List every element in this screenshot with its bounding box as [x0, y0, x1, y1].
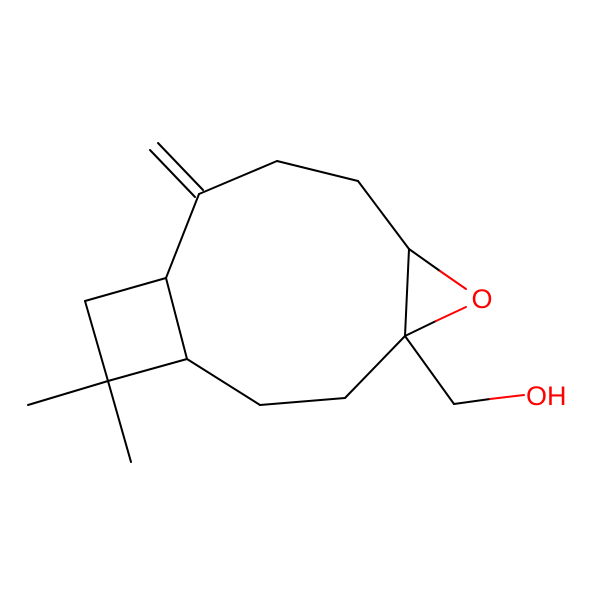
- methylene-bond-2: [157, 142, 204, 191]
- hydroxymethyl-bond: [404, 335, 455, 405]
- epoxide-bond: [404, 320, 437, 337]
- epoxide-bond: [435, 306, 467, 322]
- cyclobutane-bond: [107, 358, 188, 382]
- ring-bond: [259, 397, 346, 406]
- hydroxyl-label: OH: [526, 381, 567, 411]
- ring-bond: [344, 335, 406, 399]
- ring-bond: [165, 277, 188, 360]
- ring-bond: [186, 358, 261, 406]
- epoxide-oxygen-label: O: [471, 284, 492, 314]
- ring-bond: [165, 193, 200, 279]
- cyclobutane-bond: [84, 277, 167, 302]
- epoxide-bond: [408, 248, 441, 272]
- ring-bond: [198, 160, 278, 195]
- methyl-bond: [27, 380, 109, 406]
- epoxide-bond: [439, 270, 467, 290]
- ring-bond: [404, 248, 410, 337]
- ring-bond: [276, 160, 359, 182]
- cyclobutane-bond: [84, 300, 109, 382]
- hydroxymethyl-bond: [489, 394, 525, 400]
- hydroxymethyl-bond: [453, 398, 491, 405]
- methyl-bond: [107, 380, 132, 463]
- ring-bond: [357, 180, 410, 250]
- methylene-bond-1: [149, 149, 196, 198]
